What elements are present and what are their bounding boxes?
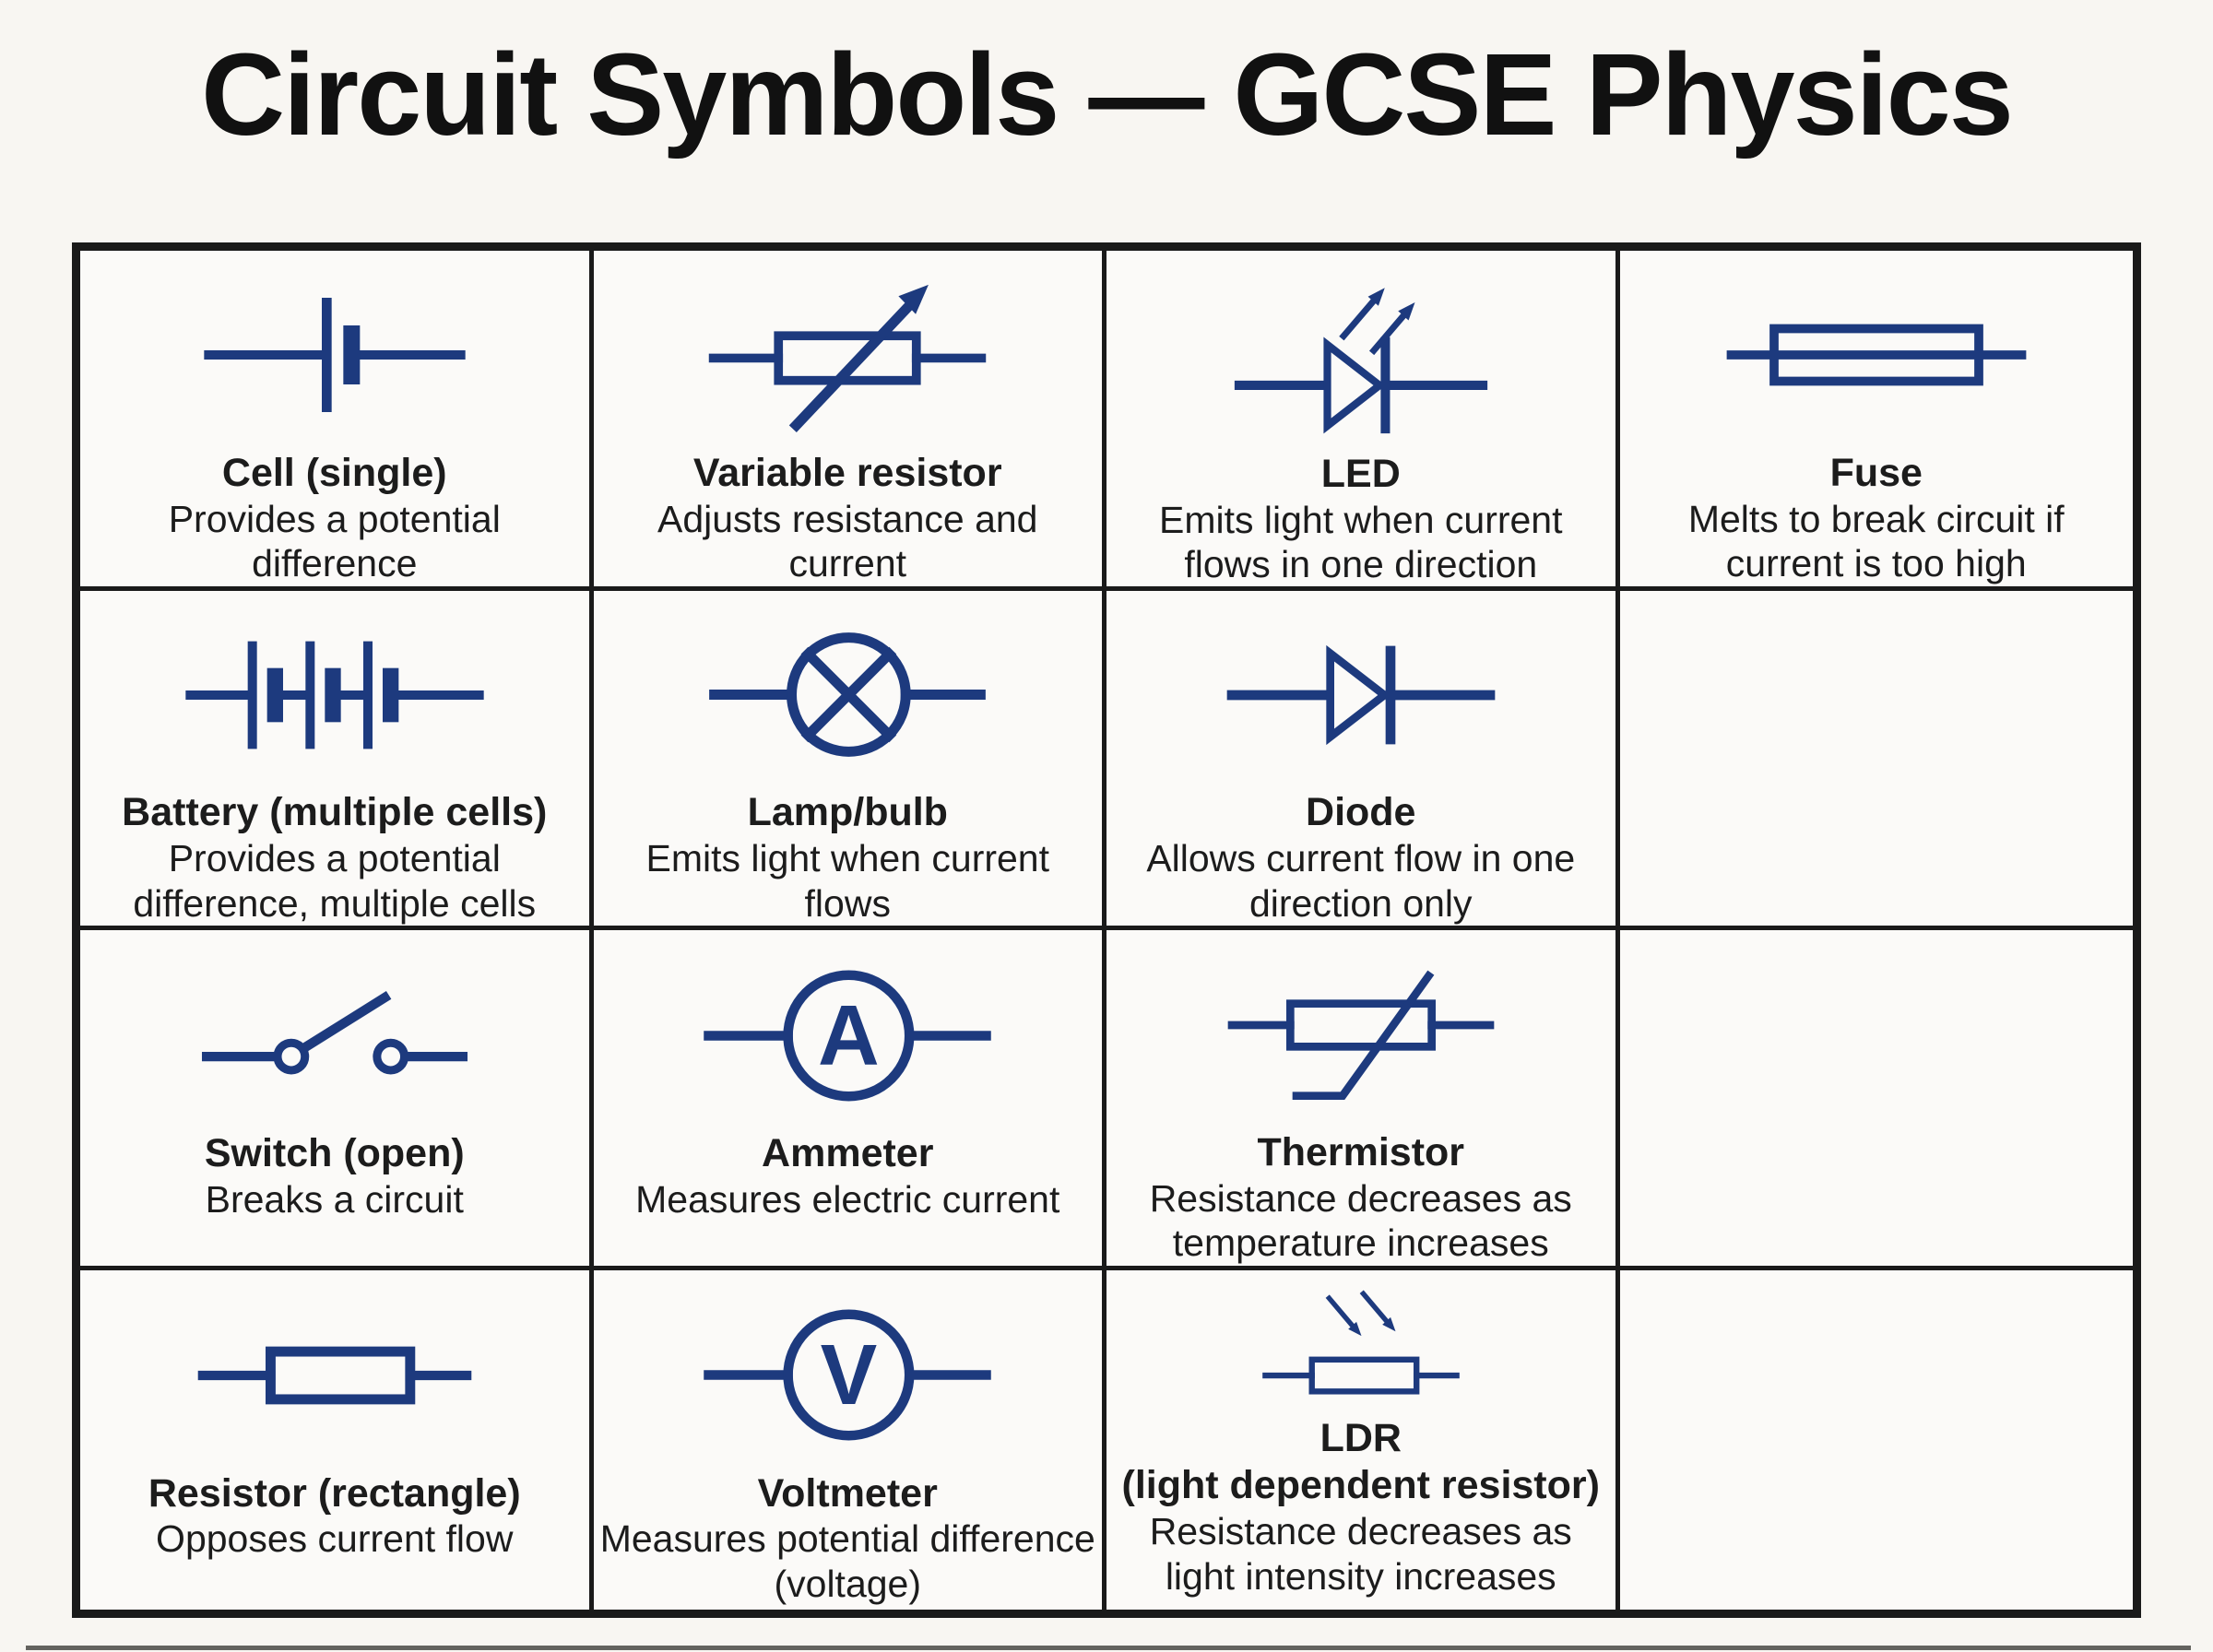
led-icon bbox=[1167, 269, 1555, 442]
table-cell-cell-single: Cell (single) Provides a potential diffe… bbox=[80, 251, 594, 591]
component-name: LDR bbox=[1320, 1415, 1402, 1460]
component-description: Measures electric current bbox=[635, 1177, 1060, 1221]
table-cell-resistor: Resistor (rectangle) Opposes current flo… bbox=[80, 1269, 594, 1610]
component-description: Adjusts resistance and current bbox=[657, 497, 1038, 585]
diode-icon bbox=[1167, 609, 1555, 782]
ammeter-letter: A bbox=[818, 987, 880, 1083]
switch-open-icon bbox=[136, 949, 533, 1122]
component-description: Measures potential difference (voltage) bbox=[599, 1517, 1095, 1605]
table-cell-variable-resistor: Variable resistor Adjusts resistance and… bbox=[593, 251, 1106, 591]
table-cell-empty-2 bbox=[1619, 930, 2133, 1270]
component-name: Thermistor bbox=[1257, 1129, 1465, 1174]
table-cell-fuse: Fuse Melts to break circuit if current i… bbox=[1619, 251, 2133, 591]
page-bottom-edge bbox=[26, 1646, 2191, 1650]
component-name: Variable resistor bbox=[692, 450, 1002, 495]
thermistor-icon bbox=[1167, 949, 1555, 1121]
component-description: Melts to break circuit if current is too… bbox=[1687, 497, 2065, 585]
component-name: Ammeter bbox=[762, 1131, 934, 1175]
table-cell-empty-1 bbox=[1619, 591, 2133, 930]
ldr-icon bbox=[1167, 1278, 1555, 1414]
lamp-icon bbox=[654, 609, 1041, 782]
component-name: Cell (single) bbox=[221, 450, 447, 495]
component-name-secondary: (light dependent resistor) bbox=[1121, 1463, 1600, 1508]
component-description: Provides a potential difference, multipl… bbox=[133, 837, 537, 925]
component-description: Opposes current flow bbox=[156, 1517, 514, 1561]
component-name: Voltmeter bbox=[757, 1470, 938, 1516]
table-cell-diode: Diode Allows current flow in one directi… bbox=[1106, 590, 1620, 930]
table-cell-switch: Switch (open) Breaks a circuit bbox=[80, 930, 594, 1270]
component-description: Provides a potential difference bbox=[168, 497, 501, 585]
battery-icon bbox=[127, 609, 542, 782]
symbol-table: Cell (single) Provides a potential diffe… bbox=[72, 242, 2141, 1618]
component-name: Battery (multiple cells) bbox=[122, 790, 548, 835]
table-cell-empty-3 bbox=[1620, 1270, 2134, 1611]
component-name: Fuse bbox=[1829, 450, 1923, 495]
table-cell-thermistor: Thermistor Resistance decreases as tempe… bbox=[1106, 930, 1620, 1270]
cell-single-icon bbox=[141, 269, 528, 442]
fuse-icon bbox=[1687, 269, 2065, 442]
table-cell-voltmeter: V Voltmeter Measures potential differenc… bbox=[594, 1269, 1106, 1610]
resistor-icon bbox=[141, 1289, 528, 1462]
table-cell-battery: Battery (multiple cells) Provides a pote… bbox=[80, 590, 594, 930]
table-cell-ammeter: A Ammeter Measures electric current bbox=[593, 930, 1106, 1270]
component-name: Resistor (rectangle) bbox=[148, 1470, 521, 1516]
component-description: Breaks a circuit bbox=[205, 1177, 464, 1221]
component-description: Resistance decreases as light intensity … bbox=[1149, 1510, 1572, 1598]
component-description: Emits light when current flows bbox=[645, 837, 1049, 925]
table-cell-led: LED Emits light when current flows in on… bbox=[1106, 251, 1620, 591]
page-title: Circuit Symbols — GCSE Physics bbox=[201, 30, 2014, 159]
table-cell-lamp: Lamp/bulb Emits light when current flows bbox=[593, 590, 1106, 930]
component-name: Diode bbox=[1306, 790, 1416, 835]
voltmeter-letter: V bbox=[821, 1327, 878, 1422]
ammeter-icon: A bbox=[654, 949, 1041, 1122]
variable-resistor-icon bbox=[654, 269, 1041, 442]
table-cell-ldr: LDR (light dependent resistor) Resistanc… bbox=[1106, 1269, 1620, 1610]
component-description: Emits light when current flows in one di… bbox=[1158, 498, 1563, 586]
component-description: Resistance decreases as temperature incr… bbox=[1149, 1176, 1572, 1265]
component-name: Lamp/bulb bbox=[747, 790, 948, 835]
component-description: Allows current flow in one direction onl… bbox=[1146, 837, 1576, 925]
voltmeter-icon: V bbox=[654, 1289, 1041, 1462]
component-name: Switch (open) bbox=[204, 1131, 465, 1175]
component-name: LED bbox=[1320, 452, 1401, 496]
